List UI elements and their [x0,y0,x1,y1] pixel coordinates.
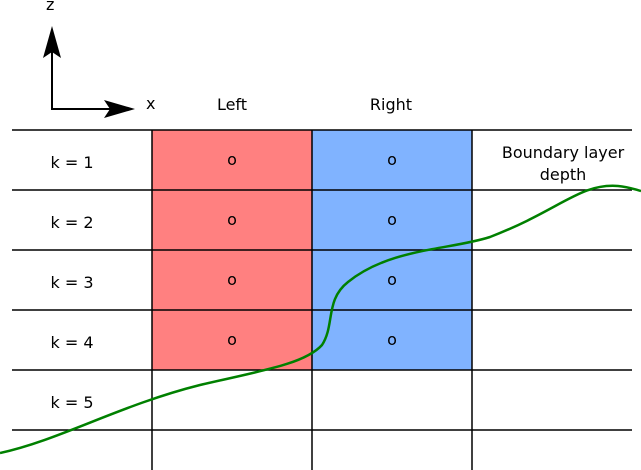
cell-marker-right-k4: o [387,330,397,349]
row-label-k2: k = 2 [50,213,93,232]
cell-marker-right-k1: o [387,150,397,169]
column-header-left: Left [217,95,247,114]
horizontal-grid-lines [12,129,632,431]
cell-marker-right-k2: o [387,210,397,229]
z-axis-arrowhead [43,26,61,58]
boundary-layer-curve [0,184,641,455]
cell-marker-right-k3: o [387,270,397,289]
row-label-k5: k = 5 [50,393,93,412]
boundary-layer-label-line1: Boundary layer [502,143,625,162]
z-axis-label: z [46,0,54,14]
x-axis-label: x [146,94,155,113]
cell-marker-left-k1: o [227,150,237,169]
boundary-layer-label-line2: depth [540,165,587,184]
row-label-k1: k = 1 [50,153,93,172]
cell-marker-left-k2: o [227,210,237,229]
cell-marker-left-k4: o [227,330,237,349]
axes-indicator: z x [43,0,155,118]
row-label-k4: k = 4 [50,333,93,352]
x-axis-arrowhead [104,100,135,118]
cell-marker-left-k3: o [227,270,237,289]
column-header-right: Right [370,95,412,114]
vertical-grid-lines [151,130,473,470]
row-label-k3: k = 3 [50,273,93,292]
